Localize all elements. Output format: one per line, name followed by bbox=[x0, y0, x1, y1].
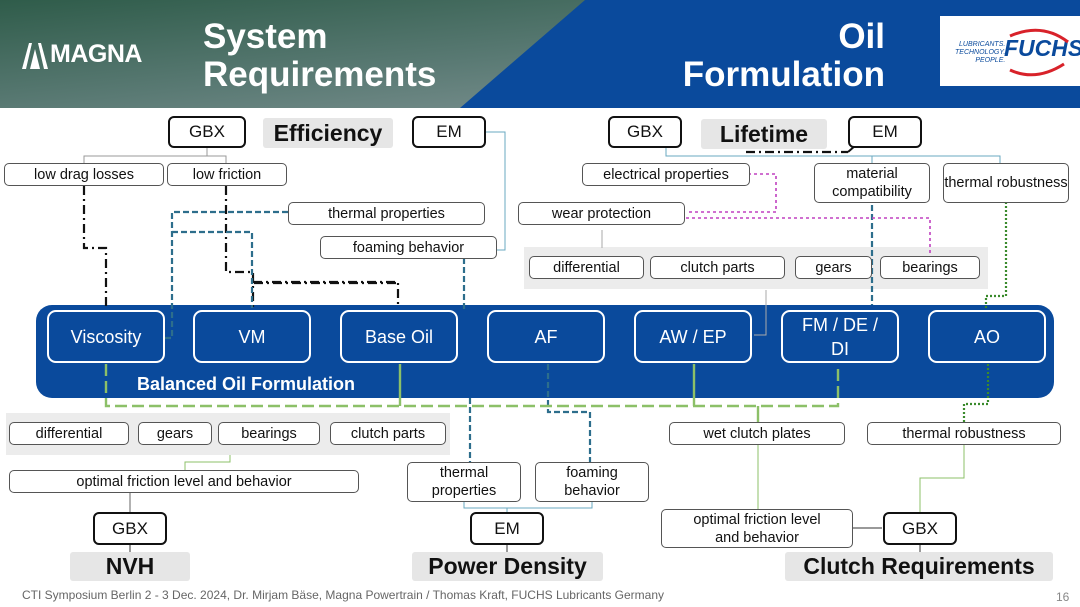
component-base-oil: Base Oil bbox=[340, 310, 458, 363]
efficiency-gbx-box: GBX bbox=[168, 116, 246, 148]
wear-protection-box: wear protection bbox=[518, 202, 685, 225]
header-banner bbox=[0, 0, 1080, 108]
power-thermal-properties-box: thermal properties bbox=[407, 462, 521, 502]
fuchs-logo: LUBRICANTS. TECHNOLOGY. PEOPLE. FUCHS bbox=[940, 16, 1080, 86]
balanced-oil-formulation-label: Balanced Oil Formulation bbox=[137, 374, 356, 394]
footer-citation: CTI Symposium Berlin 2 - 3 Dec. 2024, Dr… bbox=[22, 588, 664, 602]
fuchs-swoosh-icon bbox=[1009, 28, 1069, 77]
nvh-part-gears: gears bbox=[138, 422, 212, 445]
power-foaming-behavior-box: foaming behavior bbox=[535, 462, 649, 502]
nvh-label: NVH bbox=[70, 552, 190, 581]
nvh-part-bearings: bearings bbox=[218, 422, 320, 445]
efficiency-label: Efficiency bbox=[263, 118, 393, 148]
efficiency-em-box: EM bbox=[412, 116, 486, 148]
nvh-part-differential: differential bbox=[9, 422, 129, 445]
lifetime-em-box: EM bbox=[848, 116, 922, 148]
title-left-line2: Requirements bbox=[203, 55, 437, 94]
efficiency-foaming-behavior-box: foaming behavior bbox=[320, 236, 497, 259]
title-oil-formulation: Oil Formulation bbox=[683, 18, 885, 94]
clutch-optimal-friction-box: optimal friction level and behavior bbox=[661, 509, 853, 548]
nvh-optimal-friction-box: optimal friction level and behavior bbox=[9, 470, 359, 493]
component-aw-ep: AW / EP bbox=[634, 310, 752, 363]
lifetime-part-bearings: bearings bbox=[880, 256, 980, 279]
lifetime-label: Lifetime bbox=[701, 119, 827, 149]
fuchs-tagline-1: LUBRICANTS. bbox=[959, 41, 1006, 48]
title-left-line1: System bbox=[203, 17, 328, 56]
component-viscosity: Viscosity bbox=[47, 310, 165, 363]
lifetime-part-differential: differential bbox=[529, 256, 644, 279]
title-right-line1: Oil bbox=[838, 17, 885, 56]
fuchs-tagline: LUBRICANTS. TECHNOLOGY. PEOPLE. bbox=[955, 41, 1005, 65]
power-density-label: Power Density bbox=[412, 552, 603, 581]
fuchs-tagline-2: TECHNOLOGY. bbox=[955, 49, 1006, 56]
component-af: AF bbox=[487, 310, 605, 363]
electrical-properties-box: electrical properties bbox=[582, 163, 750, 186]
magna-logo: MAGNA bbox=[22, 38, 142, 70]
lifetime-part-gears: gears bbox=[795, 256, 872, 279]
fuchs-name: FUCHS bbox=[1004, 35, 1080, 61]
fuchs-tagline-3: PEOPLE. bbox=[975, 57, 1006, 64]
clutch-requirements-label: Clutch Requirements bbox=[785, 552, 1053, 581]
clutch-gbx-box: GBX bbox=[883, 512, 957, 545]
efficiency-thermal-properties-box: thermal properties bbox=[288, 202, 485, 225]
clutch-thermal-robustness-box: thermal robustness bbox=[867, 422, 1061, 445]
page-number: 16 bbox=[1056, 590, 1070, 604]
low-friction-box: low friction bbox=[167, 163, 287, 186]
lifetime-part-clutch-parts: clutch parts bbox=[650, 256, 785, 279]
component-ao: AO bbox=[928, 310, 1046, 363]
nvh-gbx-box: GBX bbox=[93, 512, 167, 545]
nvh-part-clutch-parts: clutch parts bbox=[330, 422, 446, 445]
title-right-line2: Formulation bbox=[682, 55, 885, 94]
lifetime-gbx-box: GBX bbox=[608, 116, 682, 148]
lifetime-thermal-robustness-box: thermal robustness bbox=[943, 163, 1069, 203]
title-system-requirements: System Requirements bbox=[203, 18, 436, 94]
component-fm-de-di: FM / DE / DI bbox=[781, 310, 899, 363]
component-vm: VM bbox=[193, 310, 311, 363]
low-drag-losses-box: low drag losses bbox=[4, 163, 164, 186]
magna-logo-text: MAGNA bbox=[50, 39, 142, 68]
magna-logo-icon bbox=[22, 43, 48, 69]
material-compatibility-box: material compatibility bbox=[814, 163, 930, 203]
power-density-em-box: EM bbox=[470, 512, 544, 545]
wet-clutch-plates-box: wet clutch plates bbox=[669, 422, 845, 445]
